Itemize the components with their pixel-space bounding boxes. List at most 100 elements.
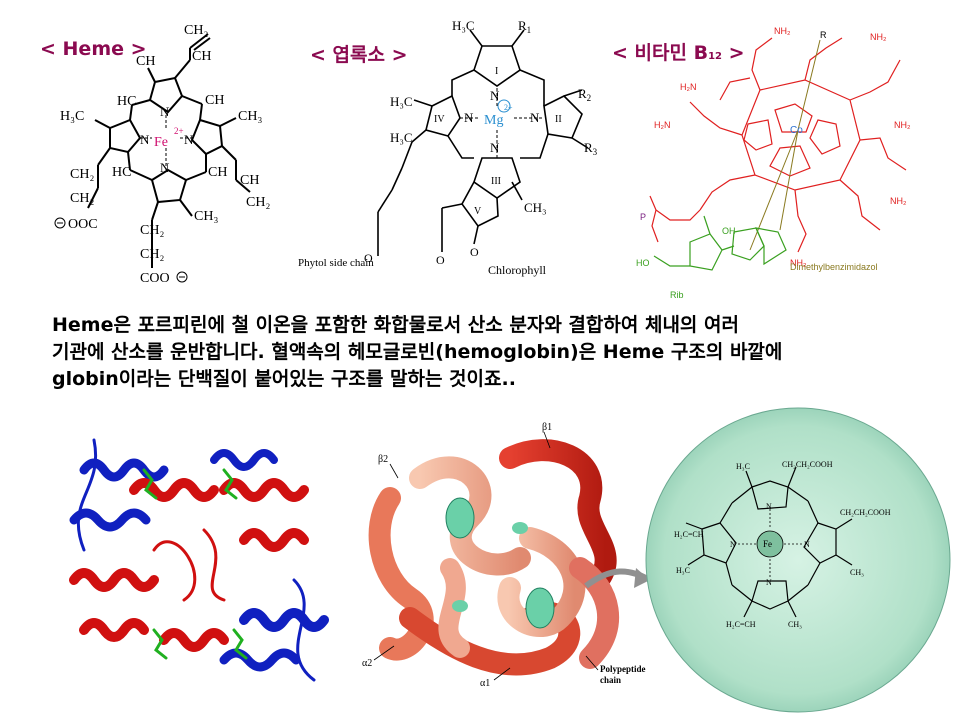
chlorophyll-methyl-left2-label: H₃C bbox=[390, 130, 413, 145]
polypeptide-label: Polypeptide bbox=[600, 664, 646, 674]
heme-zoom-methyl-label: H₃C bbox=[736, 462, 750, 471]
alpha2-label: α2 bbox=[362, 658, 372, 669]
heme-title: < Heme > bbox=[40, 38, 147, 60]
heme-n-label: N bbox=[184, 132, 194, 147]
b12-rib-label: Rib bbox=[670, 290, 684, 300]
heme-disc-icon bbox=[525, 587, 555, 629]
heme-zoom-vinyl-label: H₂C=CH bbox=[674, 530, 704, 539]
b12-r-label: R bbox=[820, 30, 827, 40]
b12-amide-label: NH₂ bbox=[790, 258, 807, 268]
chlorophyll-name-label: Chlorophyll bbox=[488, 263, 547, 277]
heme-right-vinyl-ch2-label: CH₂ bbox=[246, 195, 270, 210]
chlorophyll-title: < 엽록소 > bbox=[310, 44, 408, 66]
beta2-label: β2 bbox=[378, 454, 388, 465]
b12-amide-label: NH₂ bbox=[870, 32, 887, 42]
heme-zoom-n-label: N bbox=[766, 578, 772, 587]
heme-right-vinyl-label: CH bbox=[240, 173, 259, 188]
chlorophyll-r3-label: R3 bbox=[584, 140, 598, 157]
vitamin-b12-structure-diagram: NH₂ NH₂ NH₂ NH₂ NH₂ H₂N H₂N Co P R Dimet… bbox=[636, 26, 911, 300]
b12-amide-label: NH₂ bbox=[894, 120, 911, 130]
heme-zoom-n-label: N bbox=[730, 540, 736, 549]
heme-methyl-label: CH bbox=[136, 54, 155, 69]
heme-zoom-n-label: N bbox=[804, 540, 810, 549]
heme-ch2-label: CH₂ bbox=[140, 247, 164, 262]
chlorophyll-n-label: N bbox=[490, 88, 500, 103]
heme-zoom-iron-label: Fe bbox=[763, 539, 772, 549]
chlorophyll-n-label: N bbox=[464, 110, 474, 125]
heme-n-label: N bbox=[140, 132, 150, 147]
b12-amide-label: NH₂ bbox=[774, 26, 791, 36]
b12-p-label: P bbox=[640, 212, 646, 222]
heme-disc-icon bbox=[512, 522, 528, 534]
chlorophyll-ring-iii-label: III bbox=[491, 176, 501, 187]
heme-ch2-label: CH₂ bbox=[140, 223, 164, 238]
chlorophyll-methyl-top-label: H₃C bbox=[452, 18, 475, 33]
chlorophyll-magnesium-charge: 2+ bbox=[504, 103, 513, 112]
heme-methine-label: HC bbox=[117, 94, 136, 109]
b12-ho-label: HO bbox=[636, 258, 650, 268]
chlorophyll-magnesium-label: Mg bbox=[484, 113, 503, 128]
polypeptide-chain-label: chain bbox=[600, 675, 621, 685]
chlorophyll-n-label: N bbox=[530, 110, 540, 125]
heme-iron-charge: 2+ bbox=[174, 126, 184, 136]
chlorophyll-ring-iv-label: IV bbox=[434, 114, 445, 125]
alpha1-label: α1 bbox=[480, 678, 490, 689]
heme-n-label: N bbox=[160, 160, 170, 175]
hemoglobin-ribbon-model bbox=[69, 438, 329, 682]
chlorophyll-n-label: N bbox=[490, 140, 500, 155]
heme-n-label: N bbox=[160, 104, 170, 119]
heme-zoom-methyl-label: CH₃ bbox=[850, 568, 864, 577]
hemoglobin-subunit-diagram: β1 β2 α2 α1 Polypeptide chain bbox=[362, 422, 650, 689]
heme-ch2-label: CH₂ bbox=[70, 191, 94, 206]
heme-structure-diagram: CH₂ CH CH HC CH H₃C CH₃ Fe 2+ N N N N CH… bbox=[54, 23, 270, 286]
chlorophyll-structure-diagram: H₃C R1 R2 R3 I II III IV V N N N N Mg 2+… bbox=[298, 18, 598, 277]
heme-zoom-propionate-label: CH₂CH₂COOH bbox=[840, 508, 891, 517]
heme-iron-label: Fe bbox=[154, 135, 168, 150]
beta1-label: β1 bbox=[542, 422, 552, 433]
chlorophyll-methyl-left-label: H₃C bbox=[390, 94, 413, 109]
heme-zoom-propionate-label: CH₂CH₂COOH bbox=[782, 460, 833, 469]
description-line-2: 기관에 산소를 운반합니다. 혈액속의 헤모글로빈(hemoglobin)은 H… bbox=[52, 341, 783, 363]
heme-disc-icon bbox=[452, 600, 468, 612]
heme-methyl-bottom-label: CH₃ bbox=[194, 209, 218, 224]
heme-carboxylate-bottom-label: COO bbox=[140, 271, 170, 286]
b12-amide-left-label: H₂N bbox=[680, 82, 697, 92]
vitamin-b12-title-main: < 비타민 B bbox=[612, 42, 709, 64]
heme-disc-icon bbox=[445, 497, 475, 539]
description-line-1: Heme은 포르피린에 철 이온을 포함한 화합물로서 산소 분자와 결합하여 … bbox=[52, 314, 739, 336]
chlorophyll-ring-ii-label: II bbox=[555, 114, 562, 125]
chlorophyll-o-label: O bbox=[470, 245, 479, 259]
chlorophyll-r1-label: R1 bbox=[518, 18, 531, 35]
chlorophyll-ring-i-label: I bbox=[495, 66, 498, 77]
heme-hc-label: HC bbox=[112, 165, 131, 180]
heme-vinyl-top-label: CH₂ bbox=[184, 23, 208, 38]
description-line-3: globin이라는 단백질이 붙어있는 구조를 말하는 것이죠.. bbox=[52, 368, 516, 390]
b12-amide-left-label: H₂N bbox=[654, 120, 671, 130]
description-paragraph: Heme은 포르피린에 철 이온을 포함한 화합물로서 산소 분자와 결합하여 … bbox=[52, 312, 912, 393]
heme-negative-charge-icon bbox=[54, 217, 66, 229]
vitamin-b12-title-sub: 12 bbox=[708, 51, 722, 62]
heme-zoom-n-label: N bbox=[766, 502, 772, 511]
heme-methyl-right-label: CH₃ bbox=[238, 109, 262, 124]
b12-cobalt-label: Co bbox=[790, 125, 803, 136]
heme-zoom-methyl-label: CH₃ bbox=[788, 620, 802, 629]
b12-oh-label: OH bbox=[722, 226, 736, 236]
heme-ch-label: CH bbox=[208, 165, 227, 180]
b12-dmb-label: Dimethylbenzimidazol bbox=[790, 262, 878, 272]
heme-methyl-left-label: H₃C bbox=[60, 109, 84, 124]
vitamin-b12-title: < 비타민 B12 > bbox=[612, 38, 745, 65]
chlorophyll-o-label: O bbox=[436, 253, 445, 267]
chlorophyll-ring-v-label: V bbox=[474, 206, 482, 217]
heme-iron-center-icon bbox=[756, 530, 784, 558]
heme-vinyl-ch-label: CH bbox=[192, 49, 211, 64]
heme-zoom-methyl-label: H₃C bbox=[676, 566, 690, 575]
heme-zoom-circle: Fe N N N N H₃C CH₂CH₂COOH CH₂CH₂COOH CH₃… bbox=[645, 407, 951, 713]
heme-ch2-label: CH₂ bbox=[70, 167, 94, 182]
chlorophyll-side-chain-label: Phytol side chain bbox=[298, 257, 374, 269]
vitamin-b12-title-close: > bbox=[722, 42, 745, 64]
chlorophyll-r2-label: R2 bbox=[578, 86, 591, 103]
heme-zoom-vinyl-label: H₂C=CH bbox=[726, 620, 756, 629]
heme-negative-charge-icon bbox=[176, 271, 188, 283]
heme-methine-right-label: CH bbox=[205, 93, 224, 108]
chlorophyll-methyl-bottom-label: CH₃ bbox=[524, 200, 547, 215]
